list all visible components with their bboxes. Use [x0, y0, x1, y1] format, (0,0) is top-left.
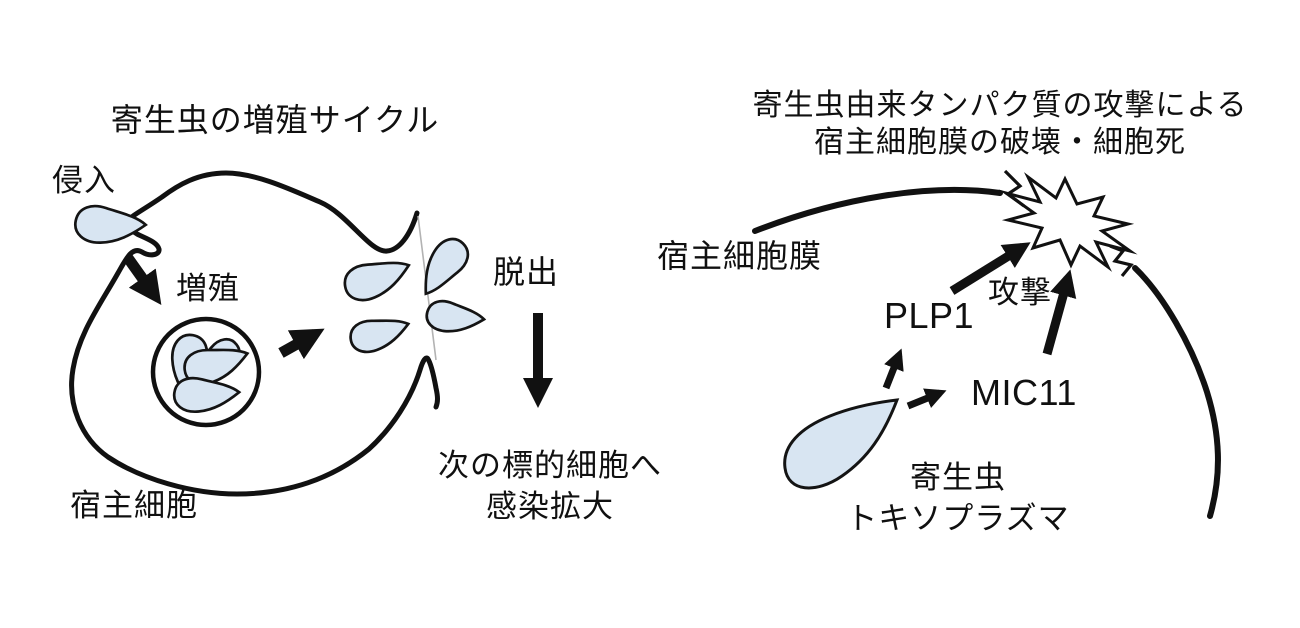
- toxoplasma-parasite-icon: [783, 398, 900, 490]
- escaping-parasite-icon: [347, 313, 413, 356]
- escaping-parasite-icon: [408, 231, 476, 302]
- membrane-crack-mark: [1003, 169, 1025, 208]
- host-membrane-arc-left: [752, 186, 1003, 234]
- spread-note: 次の標的細胞へ 感染拡大: [438, 446, 662, 528]
- host-membrane-label: 宿主細胞膜: [657, 238, 823, 274]
- proliferation-label: 増殖: [176, 271, 240, 306]
- parasite-name-label: 寄生虫 トキソプラズマ: [846, 458, 1069, 540]
- right-panel-title-line2: 宿主細胞膜の破壊・細胞死: [813, 126, 1186, 160]
- host-membrane-arc-right: [1132, 265, 1221, 519]
- right-panel-title-line1: 寄生虫由来タンパク質の攻撃による: [752, 89, 1248, 122]
- parasite-mic11-arrow: [906, 388, 947, 410]
- spread-note-line2: 感染拡大: [486, 488, 614, 524]
- attack-label: 攻撃: [988, 275, 1052, 310]
- parasite-name-line1: 寄生虫: [909, 460, 1006, 495]
- host-cell-label: 宿主細胞: [70, 488, 198, 523]
- left-panel-title: 寄生虫の増殖サイクル: [110, 102, 440, 138]
- spread-note-line1: 次の標的細胞へ: [438, 448, 662, 483]
- plp1-label: PLP1: [884, 295, 975, 336]
- invasion-arrow: [123, 254, 162, 305]
- invasion-label: 侵入: [52, 163, 116, 198]
- egress-label: 脱出: [493, 254, 560, 290]
- parasite-plp1-arrow: [882, 348, 904, 390]
- membrane-crack-mark: [1109, 244, 1134, 278]
- escaping-parasite-icon: [339, 253, 416, 306]
- right-panel-title: 寄生虫由来タンパク質の攻撃による 宿主細胞膜の破壊・細胞死: [752, 87, 1247, 161]
- plp1-attack-arrow: [949, 242, 1031, 295]
- mic11-label: MIC11: [971, 372, 1077, 413]
- proliferation-arrow: [278, 328, 325, 360]
- parasite-name-line2: トキソプラズマ: [846, 500, 1070, 536]
- invading-parasite-icon: [71, 202, 149, 251]
- membrane-rupture-burst-icon: [998, 172, 1138, 272]
- host-cell-outline: [69, 170, 440, 497]
- mic11-attack-arrow: [1042, 269, 1077, 356]
